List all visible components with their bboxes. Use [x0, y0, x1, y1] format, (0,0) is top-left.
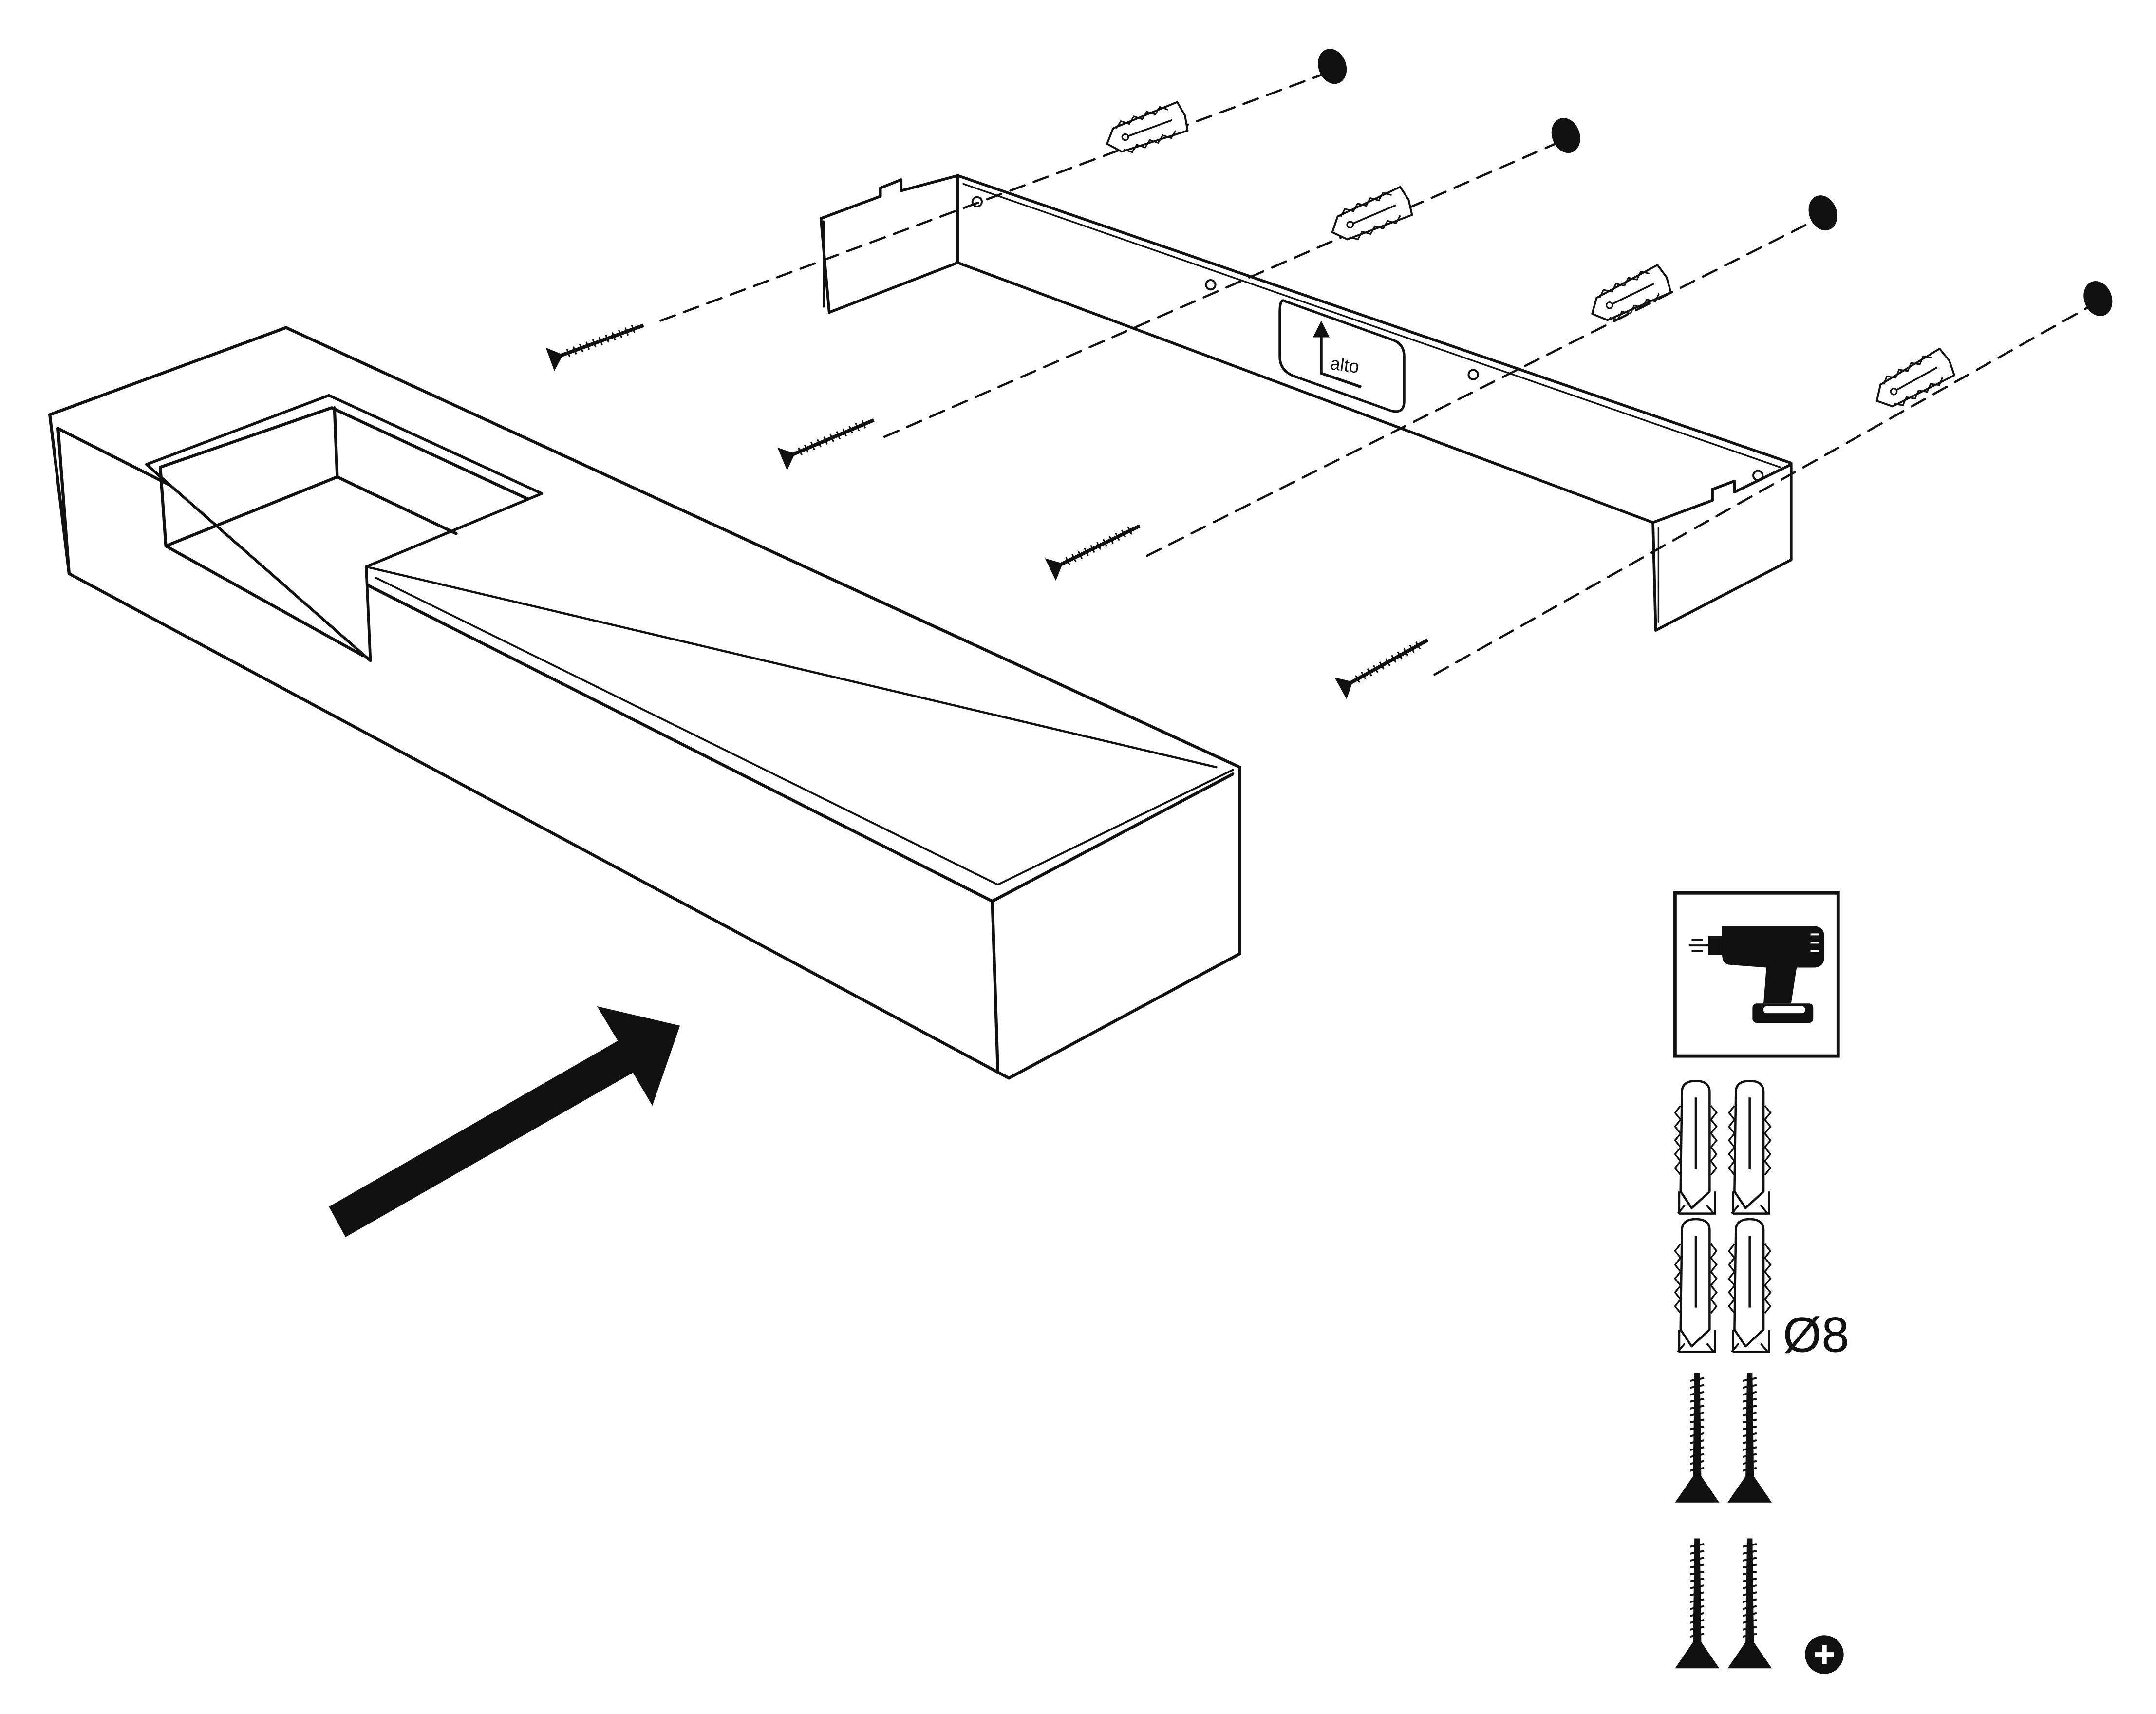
- anchor-group: [1675, 1081, 1770, 1352]
- screw-part: [1674, 1372, 1721, 1504]
- tool-box: [1673, 891, 1840, 1058]
- screw: [777, 409, 879, 471]
- wall-hole: [1808, 195, 1837, 231]
- anchor-part: [1675, 1081, 1716, 1213]
- phillips-icon: [1805, 1635, 1844, 1674]
- fixing-lines: [659, 71, 2095, 676]
- screw: [1334, 629, 1433, 699]
- push-arrow-icon: [329, 1006, 680, 1237]
- wall-holes: [1318, 49, 2113, 317]
- screw-part: [1726, 1372, 1773, 1504]
- wall-anchor: [1325, 183, 1416, 249]
- anchor-part: [1675, 1219, 1716, 1352]
- screw-part: [1674, 1537, 1721, 1670]
- screw-group-phillips: [1674, 1537, 1773, 1670]
- wall-anchor: [1100, 98, 1192, 161]
- shelf-body: [48, 326, 1241, 1080]
- screw-group: [1674, 1372, 1773, 1504]
- screw-part: [1726, 1537, 1773, 1670]
- anchor-part: [1729, 1219, 1770, 1352]
- screw: [1045, 515, 1145, 581]
- wall-hole: [2083, 281, 2113, 317]
- up-arrow-icon: [1312, 320, 1362, 389]
- wall-anchor: [1584, 262, 1675, 330]
- orientation-label-text: alto: [1329, 353, 1361, 377]
- wall-hole: [1318, 49, 1347, 84]
- drill-icon: [1688, 926, 1824, 1023]
- anchor-part: [1729, 1081, 1770, 1213]
- wall-hole: [1551, 118, 1580, 153]
- orientation-label: alto: [1278, 299, 1406, 413]
- wall-bracket: [819, 174, 1793, 632]
- anchor-diameter-label: Ø8: [1783, 1307, 1849, 1362]
- screw: [546, 314, 648, 371]
